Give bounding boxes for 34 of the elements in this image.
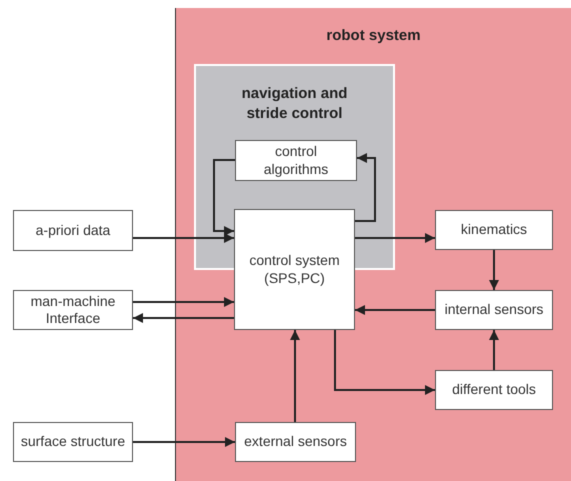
- box-label: man-machine Interface: [30, 292, 116, 328]
- arrow: [489, 330, 499, 370]
- arrow: [290, 330, 300, 422]
- process-box: [13, 210, 133, 251]
- group-heading: navigation and stride control: [240, 84, 348, 123]
- process-box: [435, 370, 553, 410]
- process-box: [235, 422, 356, 462]
- process-box: [435, 290, 553, 330]
- arrow: [133, 233, 234, 243]
- process-box: [13, 422, 133, 462]
- arrow: [133, 313, 234, 323]
- arrow: [133, 437, 235, 447]
- box-label: a-priori data: [36, 222, 110, 240]
- box-label: surface structure: [20, 433, 126, 451]
- group-panel: [194, 64, 395, 209]
- box-label: control system (SPS,PC): [248, 252, 341, 287]
- arrow: [334, 330, 435, 395]
- arrow: [355, 233, 435, 243]
- arrow: [489, 250, 499, 290]
- arrow: [133, 297, 234, 307]
- system-heading: robot system: [325, 26, 422, 46]
- arrow: [355, 153, 376, 222]
- box-label: internal sensors: [444, 301, 544, 319]
- box-label: external sensors: [244, 433, 347, 451]
- process-box: [13, 290, 133, 330]
- system-panel: [175, 8, 571, 481]
- box-label: different tools: [452, 381, 536, 399]
- box-label: control algorithms: [262, 143, 330, 178]
- process-box: [234, 209, 355, 330]
- process-box: [435, 210, 553, 250]
- process-box: [235, 140, 357, 181]
- arrow: [213, 159, 235, 236]
- box-label: kinematics: [460, 221, 528, 239]
- arrow: [355, 305, 435, 315]
